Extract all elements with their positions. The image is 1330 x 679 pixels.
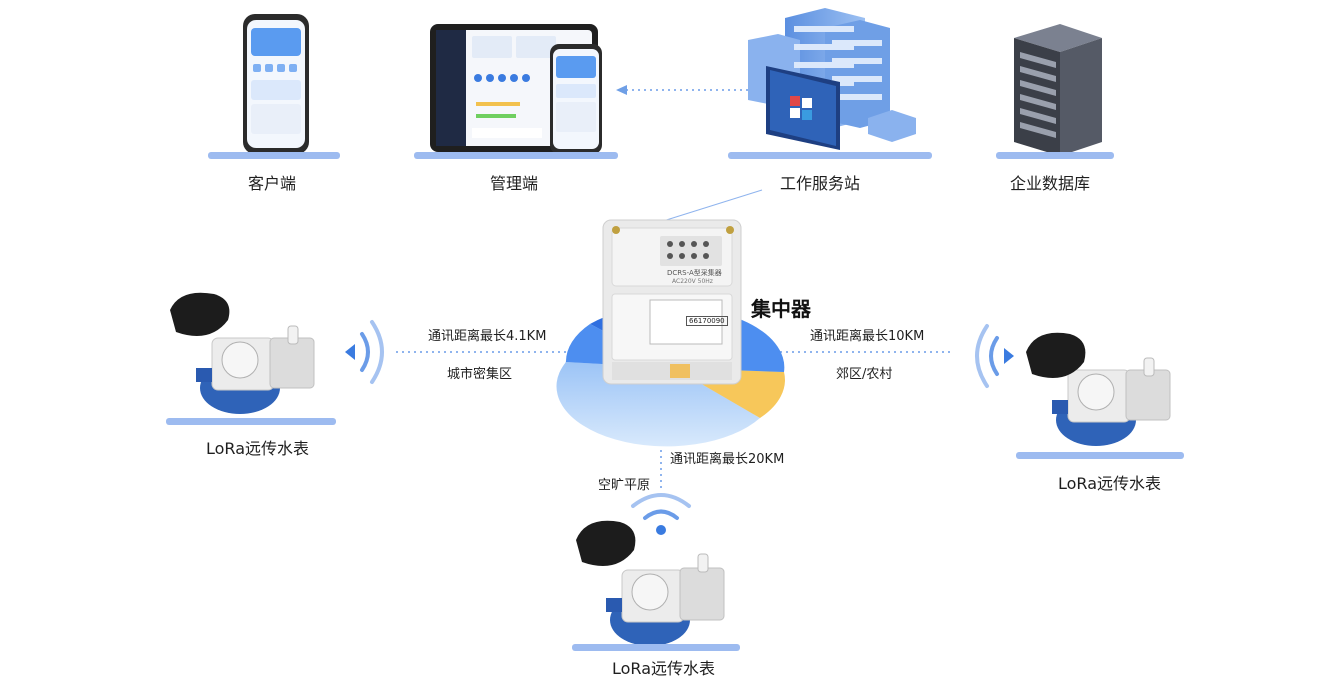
right-link-area: 郊区/农村 <box>836 367 893 382</box>
collector-label: 集中器 <box>751 297 811 321</box>
collector-to-server-line <box>659 189 763 223</box>
enterprise-database-icon <box>1014 24 1102 156</box>
collector-model-text: DCRS-A型采集器 <box>667 269 722 277</box>
arrow-to-admin-icon <box>616 85 627 95</box>
client-phone-icon <box>243 14 309 154</box>
wifi-signal-bottom-icon <box>631 493 691 535</box>
bottom-link-distance: 通讯距离最长20KM <box>670 452 785 467</box>
right-meter-label: LoRa远传水表 <box>1058 474 1161 493</box>
right-meter-base-bar <box>1016 452 1184 459</box>
database-label: 企业数据库 <box>1010 174 1091 193</box>
water-meter-right-icon <box>1026 332 1171 446</box>
collector-serial: 66170090 <box>686 316 728 326</box>
left-meter-base-bar <box>166 418 336 425</box>
wifi-signal-right-icon <box>975 324 1014 388</box>
admin-label: 管理端 <box>490 174 539 193</box>
collector-sub-text: AC220V 50Hz <box>672 278 713 285</box>
admin-base-bar <box>414 152 618 159</box>
left-link-distance: 通讯距离最长4.1KM <box>428 329 547 344</box>
bottom-link-area: 空旷平原 <box>598 478 651 493</box>
right-link-distance: 通讯距离最长10KM <box>810 329 925 344</box>
server-label: 工作服务站 <box>780 174 861 193</box>
left-link-area: 城市密集区 <box>447 367 513 382</box>
connection-lines <box>396 89 950 488</box>
client-label: 客户端 <box>248 174 297 193</box>
bottom-meter-label: LoRa远传水表 <box>612 659 715 678</box>
water-meter-left-icon <box>170 292 315 414</box>
server-base-bar <box>728 152 932 159</box>
bottom-meter-base-bar <box>572 644 740 651</box>
client-base-bar <box>208 152 340 159</box>
wifi-signal-left-icon <box>345 320 384 384</box>
collector-device <box>602 219 742 385</box>
admin-phone-icon <box>550 44 602 154</box>
water-meter-bottom-icon <box>576 520 725 646</box>
work-server-station-icon <box>748 8 916 150</box>
left-meter-label: LoRa远传水表 <box>206 439 309 458</box>
database-base-bar <box>996 152 1114 159</box>
